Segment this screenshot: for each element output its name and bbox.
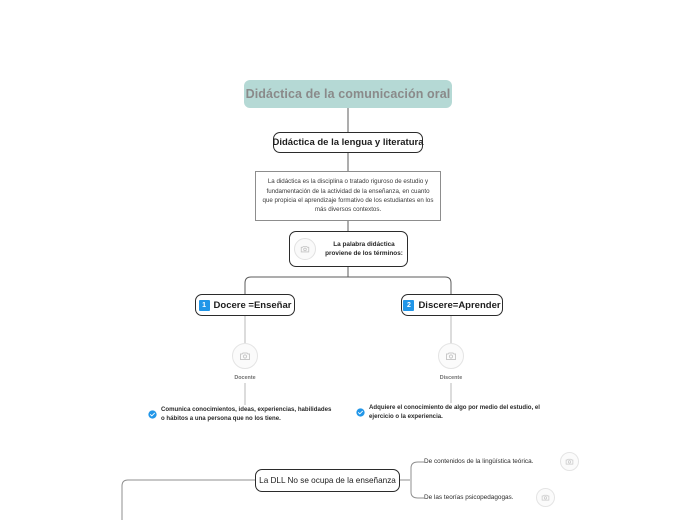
root-node[interactable]: Didáctica de la comunicación oral [244, 80, 452, 108]
node-didactica-lengua-literatura[interactable]: Didáctica de la lengua y literatura [272, 132, 424, 153]
camera-icon [560, 452, 579, 471]
detail-text: Comunica conocimientos, ideas, experienc… [161, 406, 332, 423]
node-docere[interactable]: 1 Docere =Enseñar [195, 294, 295, 316]
node-label: La DLL No se ocupa de la enseñanza [259, 476, 396, 485]
check-circle-icon [356, 404, 365, 422]
node-label: Didáctica de la lengua y literatura [272, 137, 424, 148]
camera-icon [438, 343, 464, 369]
role-caption: Docente [234, 375, 256, 381]
role-discente[interactable]: Discente [438, 343, 464, 381]
camera-icon [536, 488, 555, 507]
description-box[interactable]: La didáctica es la disciplina o tratado … [255, 171, 441, 221]
camera-icon [294, 238, 316, 260]
node-label: Docere =Enseñar [213, 299, 292, 311]
detail-text: Adquiere el conocimiento de algo por med… [369, 404, 540, 421]
detail-discente[interactable]: Adquiere el conocimiento de algo por med… [356, 403, 541, 422]
leaf-teorias-psicopedagogas[interactable]: De las teorías psicopedagogas. [424, 494, 514, 501]
node-palabra-didactica[interactable]: La palabra didáctica proviene de los tér… [289, 231, 408, 267]
role-caption: Discente [439, 375, 463, 381]
badge-number-1: 1 [198, 299, 210, 311]
node-discere[interactable]: 2 Discere=Aprender [401, 294, 503, 316]
node-label: La palabra didáctica proviene de los tér… [325, 240, 403, 257]
detail-docente[interactable]: Comunica conocimientos, ideas, experienc… [148, 405, 333, 424]
role-docente[interactable]: Docente [232, 343, 258, 381]
badge-number-2: 2 [403, 299, 415, 311]
root-node-label: Didáctica de la comunicación oral [245, 87, 451, 101]
description-text: La didáctica es la disciplina o tratado … [262, 178, 434, 214]
leaf-contenidos-linguistica[interactable]: De contenidos de la lingüística teórica. [424, 458, 534, 465]
node-label: Discere=Aprender [418, 299, 501, 311]
check-circle-icon [148, 406, 157, 424]
node-dll-no-ensenanza[interactable]: La DLL No se ocupa de la enseñanza [255, 469, 400, 492]
camera-icon [232, 343, 258, 369]
